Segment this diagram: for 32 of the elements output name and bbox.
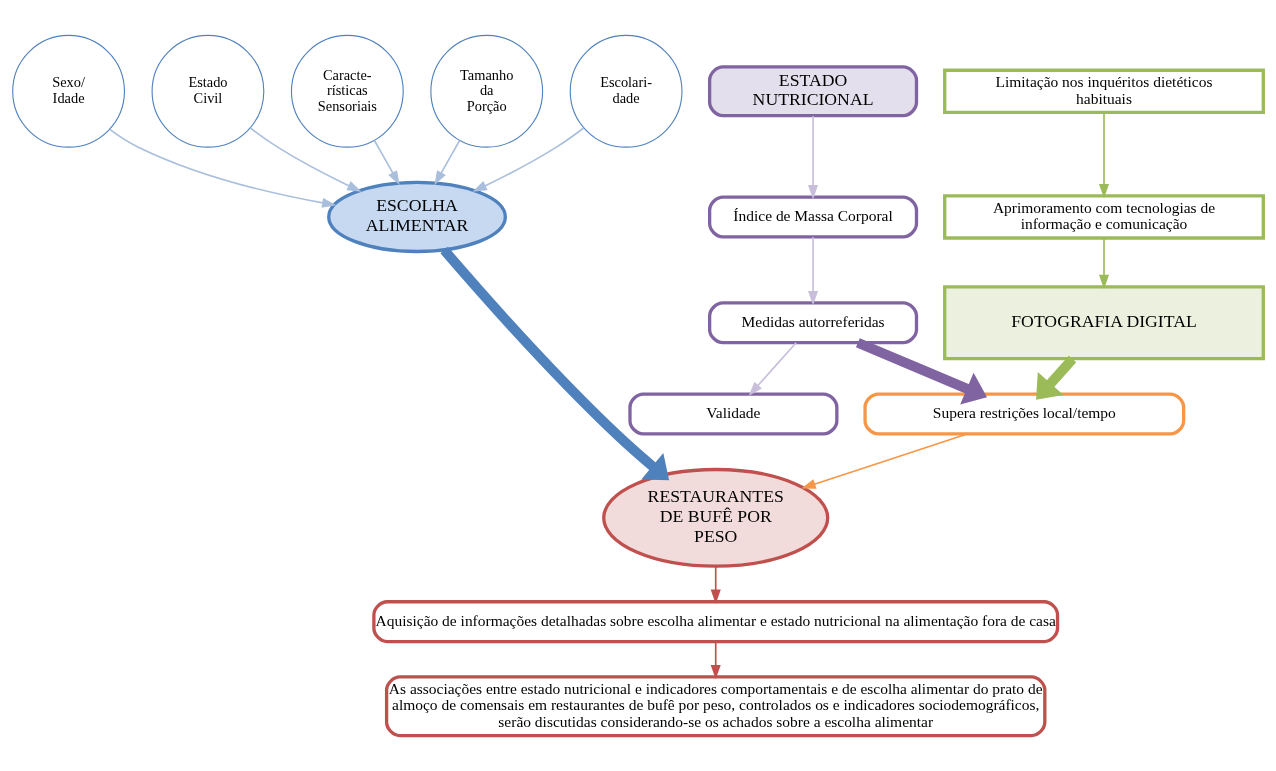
node-circle: Caracte- rísticas Sensoriais: [290, 34, 404, 148]
node-circle: Escolari- dade: [569, 34, 683, 148]
arrow: [808, 115, 819, 200]
node-circle: Estado Civil: [151, 34, 265, 148]
node-box: Medidas autorreferidas: [707, 301, 919, 345]
node-circle: Sexo/ Idade: [12, 34, 125, 148]
arrow: [748, 341, 797, 396]
node-box: As associações entre estado nutricional e indicadores comportamentais e de escolha alimentar do prato de almoço de comensais em restaurantes de bufê por peso, controlados os e indicadores sociodemográficos, serão discutidas considerando-se os achados sobre a escolha alimentar: [384, 675, 1047, 738]
node-ellipse: RESTAURANTES DE BUFÊ POR PESO: [602, 467, 830, 568]
arrow: [710, 641, 721, 680]
node-box: Validade: [628, 392, 839, 436]
arrow: [1036, 355, 1077, 400]
arrow: [808, 236, 819, 306]
node-circle: Tamanho da Porção: [430, 34, 544, 148]
arrow: [1098, 111, 1110, 199]
node-box: Aprimoramento com tecnologias de informação e comunicação: [943, 194, 1265, 240]
node-box: Limitação nos inquéritos dietéticos habituais: [943, 68, 1265, 114]
arrow: [472, 127, 585, 192]
arrow: [440, 246, 670, 481]
arrow: [855, 338, 988, 405]
arrow: [108, 128, 337, 208]
arrow: [1098, 237, 1110, 290]
arrow: [801, 433, 968, 489]
node-box: Aquisição de informações detalhadas sobre escolha alimentar e estado nutricional na alimentação fora de casa: [372, 600, 1060, 644]
node-box: Supera restrições local/tempo: [863, 392, 1186, 436]
node-box: ESTADO NUTRICIONAL: [707, 65, 919, 118]
node-box: Índice de Massa Corporal: [707, 195, 919, 239]
arrow: [373, 139, 400, 186]
arrow: [249, 127, 362, 192]
node-box: FOTOGRAFIA DIGITAL: [943, 285, 1265, 361]
arrow: [434, 139, 461, 186]
arrow: [710, 565, 721, 604]
